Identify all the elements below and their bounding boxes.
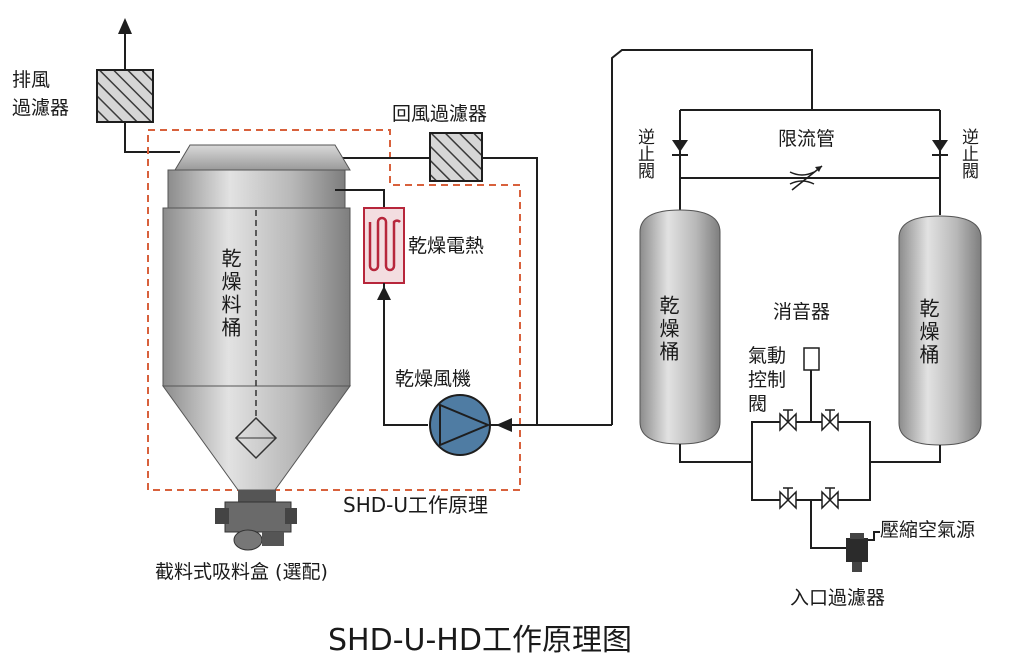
exhaust-filter-icon xyxy=(96,69,154,123)
check-valve-right-label: 逆止閥 xyxy=(958,128,979,179)
check-valve-left-label: 逆止閥 xyxy=(634,128,655,179)
valve-lower-right-icon xyxy=(821,487,839,510)
blower-label: 乾燥風機 xyxy=(395,368,471,390)
hopper-label: 乾燥料桶 xyxy=(218,248,242,340)
muffler-label: 消音器 xyxy=(773,301,830,323)
inlet-filter-icon xyxy=(846,533,868,572)
dryer-tower-right-label: 乾燥桶 xyxy=(916,298,940,367)
flow-limiter-icon xyxy=(789,165,823,191)
diagram-title: SHD-U-HD工作原理图 xyxy=(328,623,632,658)
suction-box-label: 截料式吸料盒 (選配) xyxy=(155,561,328,583)
valve-upper-left-icon xyxy=(779,409,797,432)
heater-pipe-top xyxy=(335,189,385,208)
check-valve-right-icon xyxy=(932,140,948,156)
return-filter-icon xyxy=(429,132,483,182)
inlet-filter-label: 入口過濾器 xyxy=(790,587,885,609)
exhaust-filter-label-2: 過濾器 xyxy=(12,97,69,119)
supply-pipe xyxy=(611,49,813,425)
valve-upper-right-icon xyxy=(821,409,839,432)
flow-limiter-label: 限流管 xyxy=(778,128,835,150)
air-inlet-pipe xyxy=(810,500,846,549)
manifold-lower xyxy=(751,462,871,501)
compressed-air-label: 壓縮空氣源 xyxy=(880,519,975,541)
blower-pipe-left xyxy=(383,283,428,426)
shd-u-boundary xyxy=(147,129,521,491)
manifold-upper xyxy=(679,421,941,463)
compressed-air-line xyxy=(868,531,880,541)
muffler-icon xyxy=(803,347,820,371)
pneumatic-valve-label-2: 控制 xyxy=(748,369,786,391)
suction-box xyxy=(215,490,297,551)
return-pipe-out xyxy=(482,157,538,425)
pneumatic-valve-label-3: 閥 xyxy=(748,393,767,415)
dryer-tower-left xyxy=(639,209,721,445)
shd-u-label: SHD-U工作原理 xyxy=(343,493,488,517)
exhaust-line xyxy=(118,18,180,153)
exhaust-filter-label-1: 排風 xyxy=(12,69,50,91)
return-filter-label: 回風過濾器 xyxy=(392,103,487,125)
check-valve-left-icon xyxy=(672,140,688,156)
dryer-tower-right xyxy=(898,215,982,446)
pneumatic-valve-label-1: 氣動 xyxy=(748,345,786,367)
drying-hopper xyxy=(162,144,351,491)
heater-coil xyxy=(368,216,401,272)
heater-label: 乾燥電熱 xyxy=(408,235,484,257)
valve-lower-left-icon xyxy=(779,487,797,510)
dryer-tower-left-label: 乾燥桶 xyxy=(656,295,680,364)
